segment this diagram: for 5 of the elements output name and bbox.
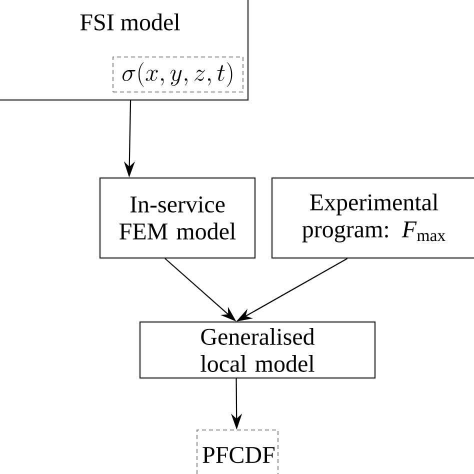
process-box: Experimental program: F$_{max}$: [272, 178, 474, 258]
output-box: PFCDF: [196, 430, 278, 474]
process-box: In-service FEM model: [100, 178, 256, 258]
formula-box: $\sigma(x,y,z,t)$: [112, 56, 244, 92]
process-box: Generalised local model: [140, 322, 376, 378]
